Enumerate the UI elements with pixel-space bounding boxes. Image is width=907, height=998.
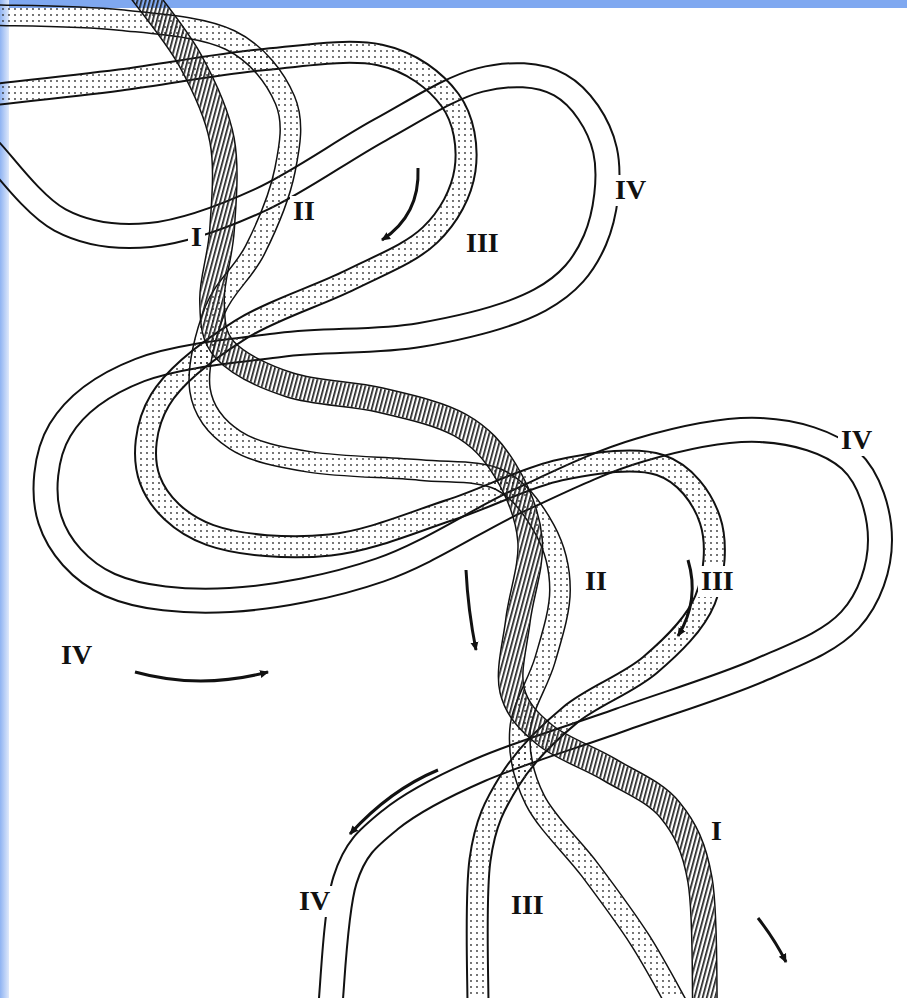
channel-label: III	[508, 890, 547, 921]
channel-label: IV	[838, 425, 875, 456]
channel-label: II	[290, 196, 318, 227]
channel-label: III	[463, 228, 502, 259]
channel-label: I	[188, 222, 205, 253]
channel-label: IV	[612, 175, 649, 206]
channel-label: III	[698, 566, 737, 597]
channel-label: IV	[58, 640, 95, 671]
channel-label: I	[708, 816, 725, 847]
channel-label: IV	[296, 886, 333, 917]
channel-label: II	[582, 566, 610, 597]
